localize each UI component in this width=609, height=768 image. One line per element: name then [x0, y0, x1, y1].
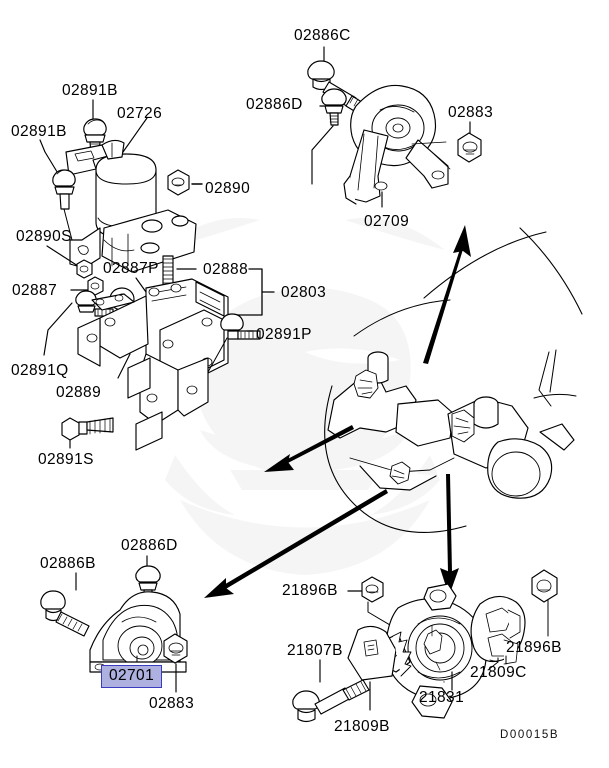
part-label[interactable]: 02803: [281, 284, 327, 301]
diagram-code: D00015B: [500, 729, 560, 741]
part-label[interactable]: 02891Q: [11, 362, 69, 379]
part-label[interactable]: 21896B: [506, 639, 562, 656]
part-label[interactable]: 02891S: [38, 451, 94, 468]
part-label[interactable]: 02883: [149, 695, 195, 712]
part-label[interactable]: 02886D: [121, 537, 178, 554]
part-label[interactable]: 02891B: [11, 123, 67, 140]
part-label[interactable]: 02887: [12, 282, 58, 299]
part-label[interactable]: 21807B: [287, 642, 343, 659]
part-label[interactable]: 21809B: [334, 718, 390, 735]
part-label[interactable]: 02886C: [294, 27, 351, 44]
part-label[interactable]: 02890S: [16, 228, 72, 245]
part-label[interactable]: 02886B: [40, 555, 96, 572]
part-label-highlighted[interactable]: 02701: [101, 665, 163, 688]
part-label[interactable]: 02886D: [246, 96, 303, 113]
part-label[interactable]: 02883: [448, 104, 494, 121]
part-label[interactable]: 02887P: [103, 260, 159, 277]
part-label[interactable]: 02891P: [256, 326, 312, 343]
part-label[interactable]: 02888: [203, 261, 249, 278]
part-label[interactable]: 02726: [117, 105, 163, 122]
part-label[interactable]: 21831: [419, 689, 465, 706]
part-label[interactable]: 02890: [205, 180, 251, 197]
part-label[interactable]: 21896B: [282, 582, 338, 599]
part-label[interactable]: 02889: [56, 384, 102, 401]
part-label[interactable]: 02709: [364, 213, 410, 230]
part-label[interactable]: 02891B: [62, 82, 118, 99]
part-label[interactable]: 21809C: [470, 664, 527, 681]
